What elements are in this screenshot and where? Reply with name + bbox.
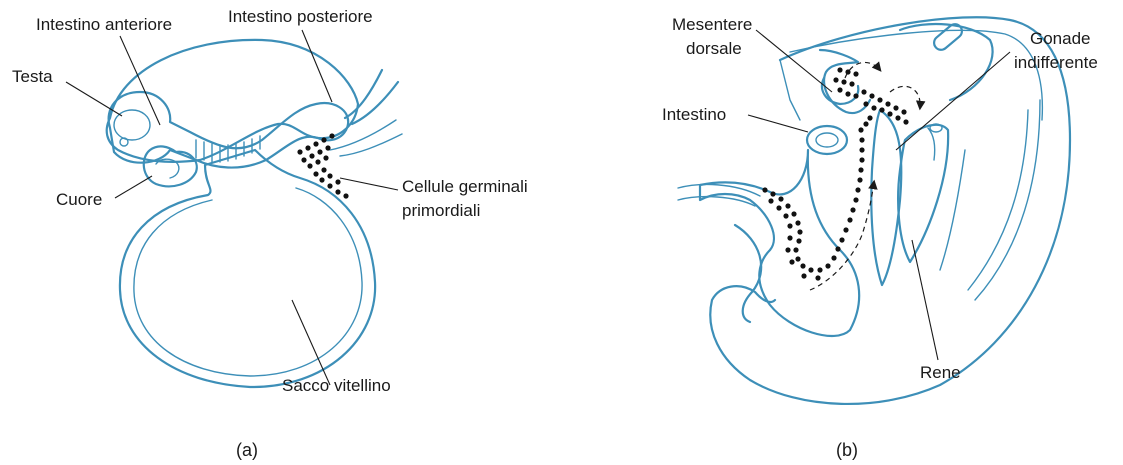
label-intestino: Intestino xyxy=(662,105,726,124)
panel-a: Intestino anteriore Intestino posteriore… xyxy=(12,7,528,460)
back-wall-2 xyxy=(968,110,1028,290)
migration-arrow-loop-2 xyxy=(890,86,920,108)
label-testa: Testa xyxy=(12,67,53,86)
kidney xyxy=(898,125,948,262)
leader-cellule xyxy=(340,178,398,190)
back-wall-1 xyxy=(975,100,1040,300)
migration-arrow-loop-1 xyxy=(845,62,880,78)
allantois-stalk-2 xyxy=(352,82,398,124)
intestine-section xyxy=(807,126,847,154)
label-cellule-2: primordiali xyxy=(402,201,480,220)
allantois-stalk xyxy=(345,70,382,118)
label-intestino-posteriore: Intestino posteriore xyxy=(228,7,373,26)
heart xyxy=(144,146,197,186)
caption-b: (b) xyxy=(836,440,858,460)
leader-cuore xyxy=(115,176,152,198)
mesentery-line xyxy=(780,60,800,120)
caption-a: (a) xyxy=(236,440,258,460)
leader-testa xyxy=(66,82,122,116)
label-rene: Rene xyxy=(920,363,961,382)
embryo-outline-b-inner xyxy=(790,30,1042,120)
leader-rene xyxy=(912,240,938,360)
embryo-outline-b xyxy=(710,17,1070,404)
panel-b: Mesentere dorsale Gonade indifferente In… xyxy=(662,15,1098,460)
leader-mesentere xyxy=(756,30,832,92)
allantois-stalk-3 xyxy=(330,120,396,150)
label-mesentere-1: Mesentere xyxy=(672,15,752,34)
hindgut-bend xyxy=(735,225,761,322)
germ-cells-b xyxy=(762,67,908,280)
migration-arrow-up xyxy=(810,182,874,290)
gonad-ridge xyxy=(871,110,901,285)
label-intestino-anteriore: Intestino anteriore xyxy=(36,15,172,34)
yolk-sac-inner xyxy=(134,188,362,376)
amniotic-sac-outline xyxy=(107,40,358,162)
label-mesentere-2: dorsale xyxy=(686,39,742,58)
hindgut-tissue xyxy=(700,150,859,336)
label-cellule-1: Cellule germinali xyxy=(402,177,528,196)
dorsal-wall xyxy=(900,24,993,100)
label-gonade-1: Gonade xyxy=(1030,29,1091,48)
leader-intestino-posteriore xyxy=(302,30,332,102)
label-cuore: Cuore xyxy=(56,190,102,209)
leader-gonade xyxy=(896,52,1010,150)
label-gonade-2: indifferente xyxy=(1014,53,1098,72)
back-wall-3 xyxy=(940,150,965,270)
kidney-duct xyxy=(928,128,935,160)
intestine-lumen xyxy=(816,133,838,147)
label-sacco-vitellino: Sacco vitellino xyxy=(282,376,391,395)
leader-sacco xyxy=(292,300,330,385)
